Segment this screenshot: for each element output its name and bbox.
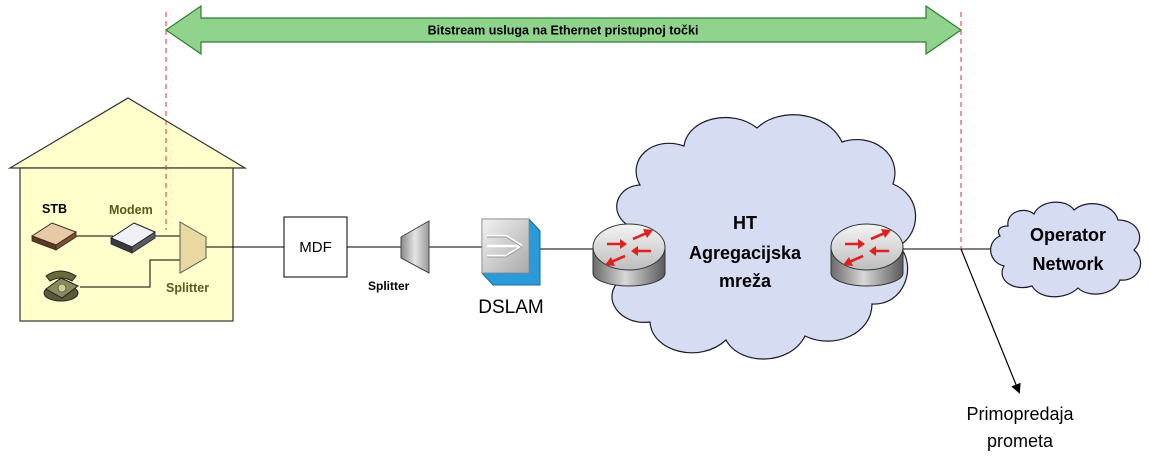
dslam-icon	[481, 218, 541, 286]
service-boundaries	[165, 12, 962, 250]
banner-text: Bitstream usluga na Ethernet pristupnoj …	[428, 24, 699, 38]
house-splitter-label: Splitter	[166, 281, 209, 295]
operator-cloud: Operator Network	[990, 201, 1142, 298]
cloud-icon	[990, 201, 1142, 298]
cloud-line1: HT	[733, 213, 757, 233]
exchange-splitter: Splitter	[368, 220, 430, 293]
handover-pointer: Primopredaja prometa	[960, 248, 1075, 451]
dslam-device: DSLAM	[478, 218, 544, 318]
operator-line1: Operator	[1030, 225, 1106, 245]
operator-line2: Network	[1032, 254, 1104, 274]
mdf-box: MDF	[283, 216, 348, 278]
cloud-icon	[600, 114, 917, 360]
cloud-line3: mreža	[719, 271, 772, 291]
router-icon	[830, 223, 904, 287]
splitter-icon	[179, 221, 207, 274]
house-splitter: Splitter	[166, 221, 209, 295]
stb-device: STB	[30, 202, 78, 251]
house-roof	[7, 97, 248, 169]
modem-icon	[109, 222, 157, 254]
handover-arrow	[960, 248, 1021, 394]
stb-icon	[30, 222, 78, 251]
phone-icon	[43, 270, 79, 302]
handover-line2: prometa	[987, 431, 1054, 451]
cloud-line2: Agregacijska	[689, 243, 802, 263]
mdf-label: MDF	[299, 239, 332, 256]
dslam-label: DSLAM	[478, 297, 543, 318]
modem-device: Modem	[109, 203, 157, 254]
bitstream-banner: Bitstream usluga na Ethernet pristupnoj …	[164, 4, 963, 56]
stb-label: STB	[42, 202, 67, 216]
modem-label: Modem	[109, 203, 153, 217]
handover-line1: Primopredaja	[966, 404, 1074, 424]
splitter-icon	[400, 220, 430, 274]
router-icon	[592, 223, 666, 287]
aggregation-cloud: HT Agregacijska mreža	[600, 114, 917, 360]
exchange-splitter-label: Splitter	[368, 279, 410, 293]
house-wiring	[76, 235, 284, 288]
